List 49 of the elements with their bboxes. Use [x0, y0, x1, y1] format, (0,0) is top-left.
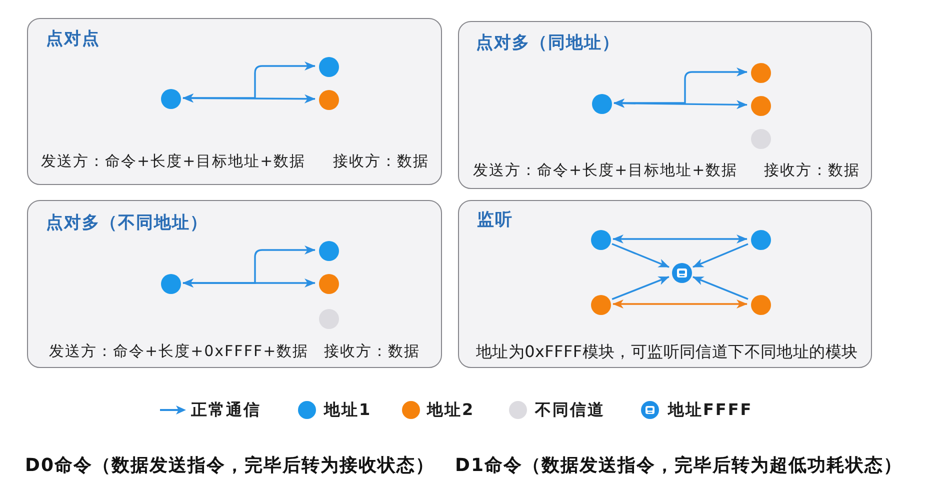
node-circle [319, 57, 339, 77]
node-circle [751, 63, 771, 83]
node-circle [161, 274, 181, 294]
double-arrow [612, 300, 748, 308]
arrow [612, 243, 670, 268]
node-circle [751, 230, 771, 250]
panel-title: 点对点 [46, 29, 100, 49]
double-arrow [182, 62, 316, 102]
node-circle [319, 90, 339, 110]
description-text: 接收方：数据 [764, 160, 860, 180]
node-circle [592, 94, 612, 114]
description-text: 发送方：命令+长度+目标地址+数据 [41, 151, 306, 171]
panel-title: 点对多（同地址） [476, 33, 620, 53]
double-arrow [182, 94, 316, 104]
node-circle [319, 309, 339, 329]
arrow [612, 276, 670, 300]
double-arrow [614, 98, 748, 110]
description-text: 接收方：数据 [333, 151, 429, 171]
node-circle [591, 230, 611, 250]
node-circle [319, 241, 339, 261]
description-text: 接收方：数据 [324, 341, 420, 361]
command-note: D1命令（数据发送指令，完毕后转为超低功耗状态） [455, 454, 902, 478]
arrow [692, 276, 748, 300]
node-circle [751, 129, 771, 149]
node-circle [161, 89, 181, 109]
panel-title: 点对多（不同地址） [46, 213, 208, 233]
double-arrow [182, 278, 316, 288]
device-icon [672, 263, 692, 283]
double-arrow [614, 68, 748, 108]
node-circle [591, 295, 611, 315]
legend-text: 地址2 [427, 400, 475, 420]
node-circle [751, 96, 771, 116]
legend-text: 地址FFFF [668, 400, 753, 420]
description-text: 地址为0xFFFF模块，可监听同信道下不同地址的模块 [476, 342, 858, 362]
legend-text: 地址1 [324, 400, 372, 420]
description-text: 发送方：命令+长度+目标地址+数据 [473, 160, 738, 180]
legend-text: 不同信道 [535, 400, 605, 420]
double-arrow [612, 234, 748, 244]
panel-card [27, 18, 442, 185]
panel-card [458, 21, 872, 189]
description-text: 发送方：命令+长度+0xFFFF+数据 [49, 341, 309, 361]
node-circle [319, 274, 339, 294]
panel-card [27, 200, 442, 368]
panel-card [458, 200, 872, 368]
arrow [692, 243, 748, 268]
command-note: D0命令（数据发送指令，完毕后转为接收状态） [25, 454, 434, 478]
node-circle [751, 295, 771, 315]
panel-title: 监听 [477, 210, 513, 230]
legend-text: 正常通信 [191, 400, 261, 420]
